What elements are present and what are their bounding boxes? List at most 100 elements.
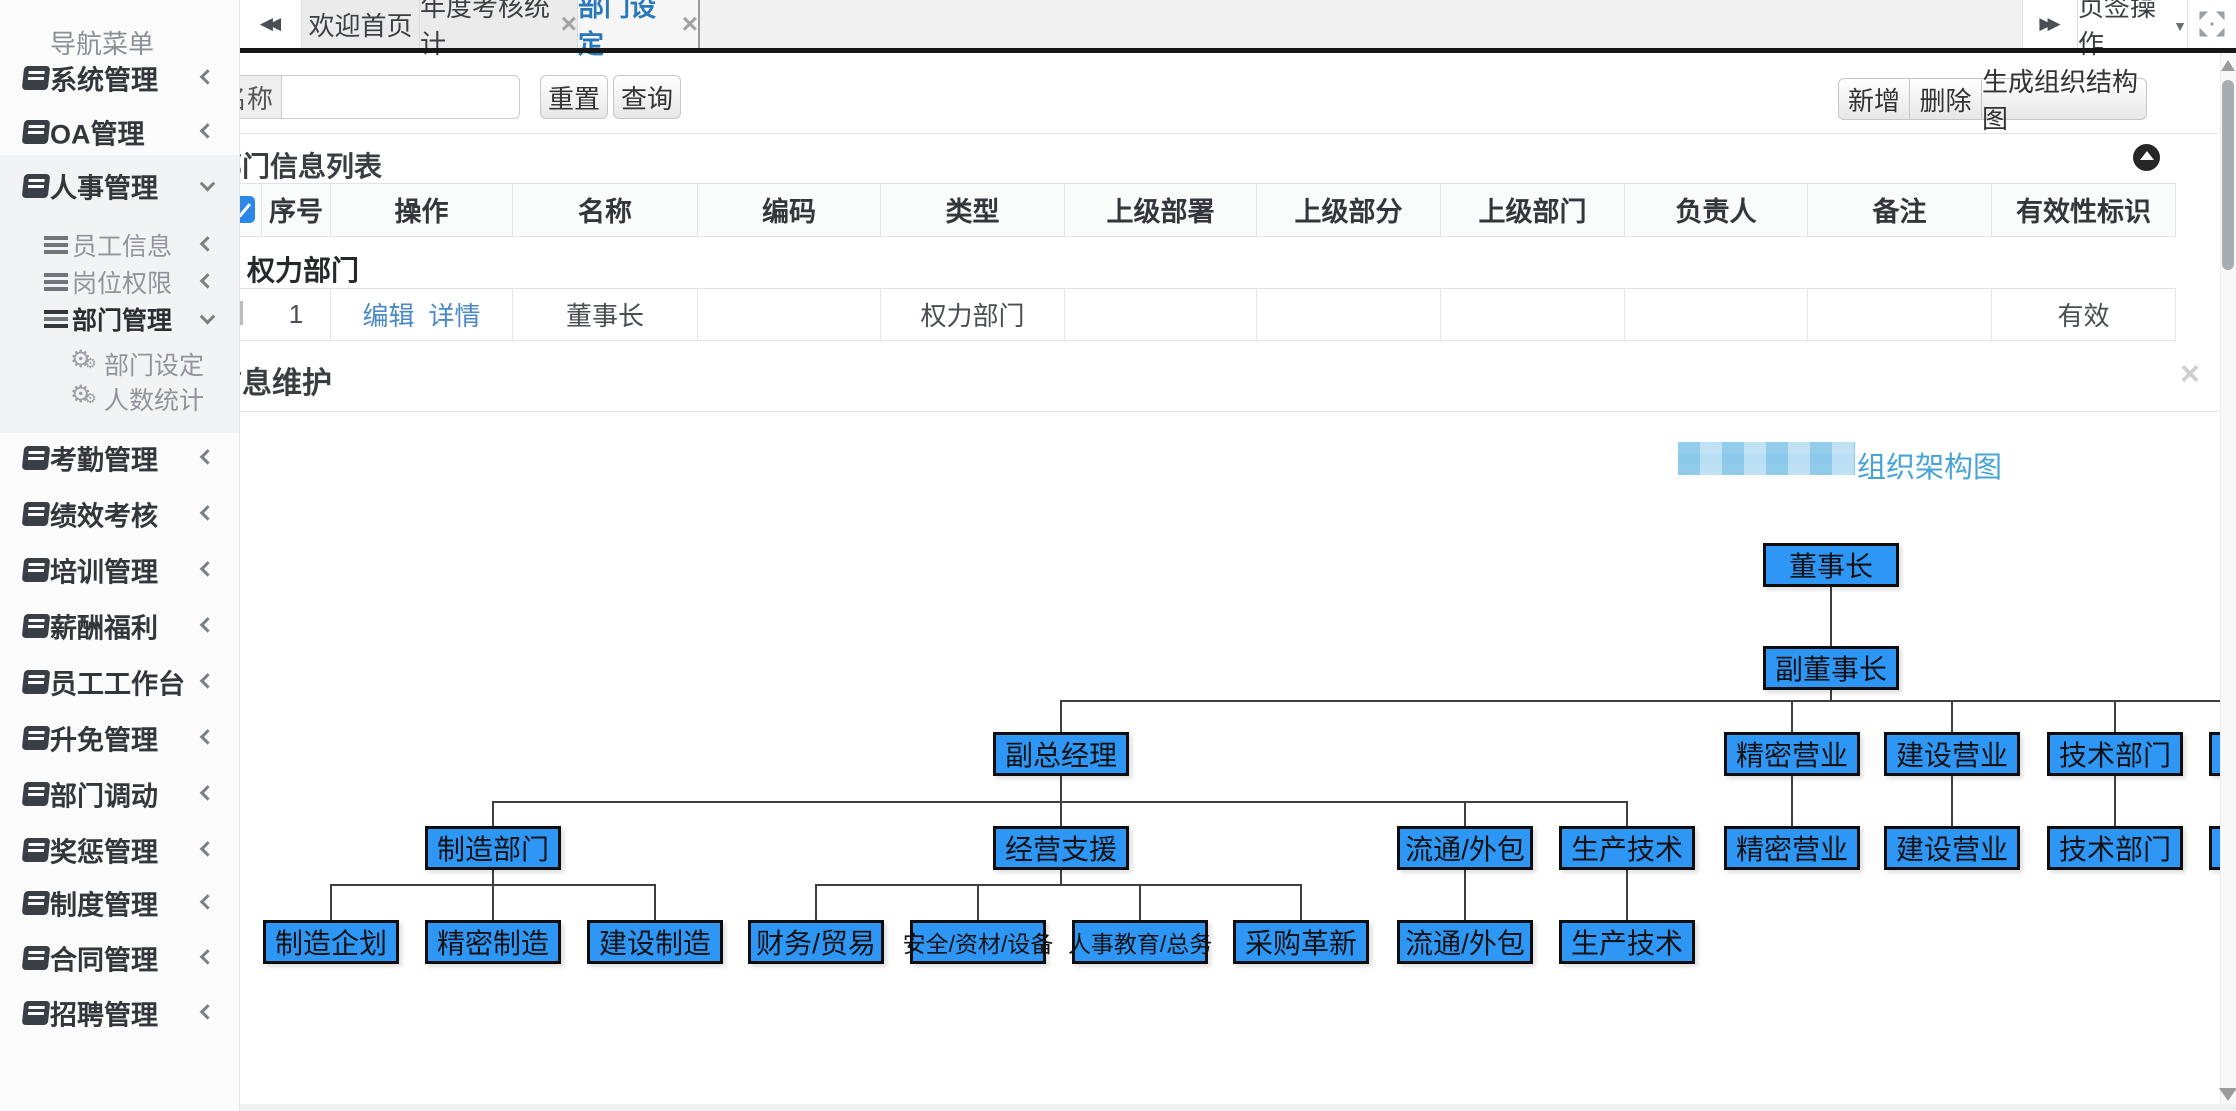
book-icon bbox=[21, 614, 51, 638]
sidebar-item-contract[interactable]: 合同管理 bbox=[0, 931, 239, 985]
sidebar-item-performance[interactable]: 绩效考核 bbox=[0, 487, 239, 541]
sidebar-item-policy[interactable]: 制度管理 bbox=[0, 876, 239, 930]
cell-operations: 编辑 详情 bbox=[331, 288, 513, 340]
expand-arrows-icon bbox=[2199, 11, 2225, 37]
sidebar-item-compensation[interactable]: 薪酬福利 bbox=[0, 599, 239, 653]
sidebar-item-promotion[interactable]: 升免管理 bbox=[0, 711, 239, 765]
sidebar-item-workbench[interactable]: 员工工作台 bbox=[0, 655, 239, 709]
tab-label: 年度考核统计 bbox=[420, 0, 551, 59]
sidebar-item-headcount-stats[interactable]: 人数统计 bbox=[0, 372, 239, 426]
cell-type: 权力部门 bbox=[881, 288, 1065, 340]
tab-operations-dropdown[interactable]: 页签操作 ▼ bbox=[2078, 0, 2188, 59]
cell-parent-part bbox=[1257, 288, 1441, 340]
tab-annual-assessment[interactable]: 年度考核统计 × bbox=[420, 0, 578, 59]
sidebar-item-dept-transfer[interactable]: 部门调动 bbox=[0, 767, 239, 821]
reset-button[interactable]: 重置 bbox=[540, 75, 608, 119]
vertical-scrollbar-thumb[interactable] bbox=[2222, 80, 2234, 270]
sidebar-item-system[interactable]: 系统管理 bbox=[0, 51, 239, 105]
double-right-arrow-icon: ▶▶ bbox=[2039, 14, 2060, 33]
sidebar-item-dept-management[interactable]: 部门管理 bbox=[0, 292, 239, 346]
close-icon[interactable]: × bbox=[2180, 355, 2200, 393]
query-button[interactable]: 查询 bbox=[613, 75, 681, 119]
scroll-down-arrow-icon[interactable] bbox=[2219, 1088, 2236, 1101]
org-connector bbox=[1060, 776, 1062, 801]
sidebar-item-hr[interactable]: 人事管理 bbox=[0, 159, 239, 213]
add-button[interactable]: 新增 bbox=[1838, 78, 1910, 120]
org-node-construction-sales-2: 建设营业 bbox=[1884, 826, 2020, 870]
edit-link[interactable]: 编辑 bbox=[362, 300, 415, 331]
sidebar-item-recruitment[interactable]: 招聘管理 bbox=[0, 986, 239, 1040]
org-connector bbox=[1830, 690, 1832, 700]
search-input[interactable] bbox=[282, 75, 520, 119]
list-icon bbox=[44, 273, 68, 291]
row-checkbox[interactable] bbox=[240, 301, 243, 325]
sidebar-item-label: 部门调动 bbox=[50, 781, 158, 812]
sidebar-item-training[interactable]: 培训管理 bbox=[0, 543, 239, 597]
org-node-business-support: 经营支援 bbox=[993, 826, 1129, 870]
column-header: 编码 bbox=[698, 183, 881, 236]
chevron-left-icon bbox=[199, 1004, 216, 1020]
sidebar: 导航菜单 系统管理 OA管理 人事管理 员工信息 岗位权限 部门管理 部门设定 … bbox=[0, 0, 240, 1111]
sidebar-item-employee-info[interactable]: 员工信息 bbox=[0, 218, 239, 272]
sidebar-item-label: 合同管理 bbox=[50, 945, 158, 976]
vertical-scrollbar-track[interactable] bbox=[2220, 53, 2236, 1111]
detail-link[interactable]: 详情 bbox=[428, 300, 481, 331]
column-header: 上级部分 bbox=[1257, 183, 1441, 236]
org-connector bbox=[1300, 884, 1302, 920]
horizontal-scrollbar-track[interactable] bbox=[0, 1104, 2236, 1111]
org-node-tech-dept-2: 技术部门 bbox=[2047, 826, 2183, 870]
tabs-scroll-left-button[interactable]: ◀◀ bbox=[240, 0, 302, 48]
book-icon bbox=[21, 946, 51, 970]
delete-button[interactable]: 删除 bbox=[1910, 78, 1982, 120]
tabs-scroll-right-button[interactable]: ▶▶ bbox=[2022, 0, 2078, 48]
fullscreen-toggle-button[interactable] bbox=[2188, 0, 2236, 48]
list-icon bbox=[44, 236, 68, 254]
book-icon bbox=[21, 174, 51, 198]
org-connector bbox=[492, 801, 494, 826]
column-header: 类型 bbox=[881, 183, 1065, 236]
org-node-hr-affairs: 人事教育/总务 bbox=[1068, 920, 1212, 964]
sidebar-active-section bbox=[0, 155, 239, 433]
chevron-left-icon bbox=[199, 617, 216, 633]
org-node-safety-material: 安全/资材/设备 bbox=[903, 920, 1053, 964]
sidebar-item-dept-setting[interactable]: 部门设定 bbox=[0, 337, 239, 391]
org-connector bbox=[1626, 801, 1628, 826]
chevron-left-icon bbox=[199, 236, 216, 252]
org-connector bbox=[1060, 700, 2236, 702]
sidebar-item-label: 人数统计 bbox=[104, 387, 205, 415]
tabstrip-underline bbox=[240, 48, 2236, 53]
column-header: 备注 bbox=[1808, 183, 1992, 236]
chevron-down-icon bbox=[199, 309, 216, 325]
tab-welcome[interactable]: 欢迎首页 bbox=[302, 0, 420, 48]
book-icon bbox=[21, 838, 51, 862]
table-border bbox=[214, 183, 2176, 184]
sidebar-item-label: 薪酬福利 bbox=[50, 613, 158, 644]
org-node-construction-mfg: 建设制造 bbox=[587, 920, 723, 964]
close-icon[interactable]: × bbox=[681, 8, 698, 39]
cell-name: 董事长 bbox=[513, 288, 698, 340]
sidebar-item-oa[interactable]: OA管理 bbox=[0, 105, 239, 159]
chevron-left-icon bbox=[199, 273, 216, 289]
org-connector bbox=[1951, 700, 1953, 732]
tab-strip: ◀◀ 欢迎首页 年度考核统计 × 部门设定 × ▶▶ 页签操作 ▼ bbox=[240, 0, 2236, 59]
cell-parent-dept bbox=[1441, 288, 1625, 340]
close-icon[interactable]: × bbox=[560, 8, 577, 39]
sidebar-item-attendance[interactable]: 考勤管理 bbox=[0, 431, 239, 485]
scroll-up-arrow-icon[interactable] bbox=[2221, 60, 2235, 71]
column-header: 序号 bbox=[262, 183, 331, 236]
tab-department-setting[interactable]: 部门设定 × bbox=[578, 0, 700, 59]
sidebar-item-reward-punishment[interactable]: 奖惩管理 bbox=[0, 823, 239, 877]
generate-org-chart-button[interactable]: 生成组织结构图 bbox=[1982, 67, 2147, 134]
book-icon bbox=[21, 1001, 51, 1025]
org-connector bbox=[1791, 700, 1793, 732]
chevron-left-icon bbox=[199, 894, 216, 910]
org-connector bbox=[977, 884, 979, 920]
double-left-arrow-icon: ◀◀ bbox=[259, 14, 281, 33]
chevron-left-icon bbox=[199, 785, 216, 801]
book-icon bbox=[21, 726, 51, 750]
table-border bbox=[214, 340, 2176, 341]
column-header: 操作 bbox=[331, 183, 513, 236]
collapse-panel-icon[interactable] bbox=[2133, 144, 2160, 171]
chevron-left-icon bbox=[199, 123, 216, 139]
sidebar-item-post-permission[interactable]: 岗位权限 bbox=[0, 255, 239, 309]
